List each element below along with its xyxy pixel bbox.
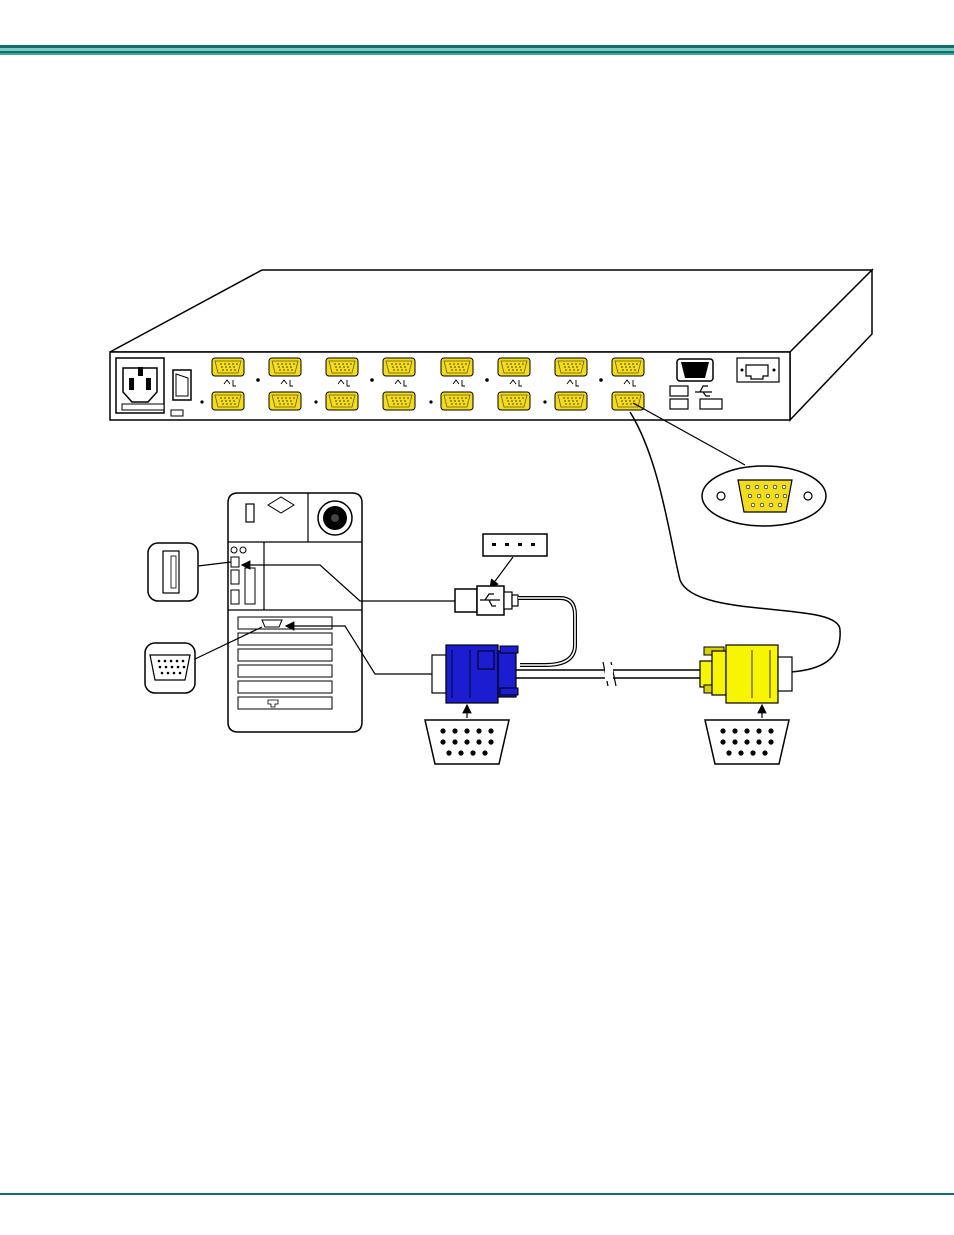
computer-usb-port (231, 557, 239, 567)
hd15-port-icon[interactable] (383, 358, 415, 376)
hd15-port-icon[interactable] (612, 358, 644, 376)
usb-plug-icon (455, 534, 547, 615)
hd15-male-plug-icon (432, 645, 792, 703)
kvm-cable-yellow-end (700, 645, 792, 703)
hd15-port-icon[interactable] (269, 392, 301, 410)
port-divider-dot (370, 378, 374, 382)
computer-icon (228, 493, 362, 732)
vga-port-icon[interactable] (677, 359, 713, 381)
footer-rule-graphic (0, 1193, 954, 1199)
hd15-port-icon[interactable] (555, 392, 587, 410)
hd15-port-icon[interactable] (555, 358, 587, 376)
port-divider-dot (543, 400, 546, 403)
port-divider-dot (200, 400, 203, 403)
port-divider-dot (429, 400, 432, 403)
usb-port-2[interactable] (670, 399, 688, 409)
hd15-port-icon[interactable] (441, 358, 473, 376)
hd15-port-icon[interactable] (326, 392, 358, 410)
footer-rule-line (0, 1193, 954, 1195)
kvm-cable-switch-run (630, 412, 840, 672)
hd15-port-icon[interactable] (269, 358, 301, 376)
footer-rule (0, 1186, 954, 1192)
usb-port-callout (148, 543, 231, 601)
power-inlet-icon (116, 358, 164, 413)
port-divider-dot (256, 378, 260, 382)
port-divider-dot (485, 378, 489, 382)
port-divider-dot (599, 378, 603, 382)
kvm-switch-top-face (110, 270, 872, 352)
hd15-port-icon[interactable] (441, 392, 473, 410)
hd15-port-icon[interactable] (212, 392, 244, 410)
usb-port-1[interactable] (670, 386, 688, 396)
kvm-cable-blue-end (432, 645, 518, 703)
hd15-port-icon[interactable] (212, 358, 244, 376)
port-divider-dot (314, 400, 317, 403)
rj45-icon[interactable] (737, 358, 779, 382)
yellow-end-pin-face (705, 720, 789, 764)
hd15-port-icon[interactable] (498, 392, 530, 410)
blue-end-pin-face (425, 720, 509, 764)
hd15-port-icon[interactable] (498, 358, 530, 376)
hd15-port-icon[interactable] (326, 358, 358, 376)
usb-cable-branch (518, 598, 575, 665)
hd15-port-icon[interactable] (383, 392, 415, 410)
hd15-port-icon[interactable] (612, 392, 644, 410)
kvm-switch-rear-panel (110, 270, 872, 420)
computer-vga-port (262, 620, 282, 627)
cpu-port-callout (633, 403, 826, 526)
usb-port-3[interactable] (700, 399, 722, 409)
